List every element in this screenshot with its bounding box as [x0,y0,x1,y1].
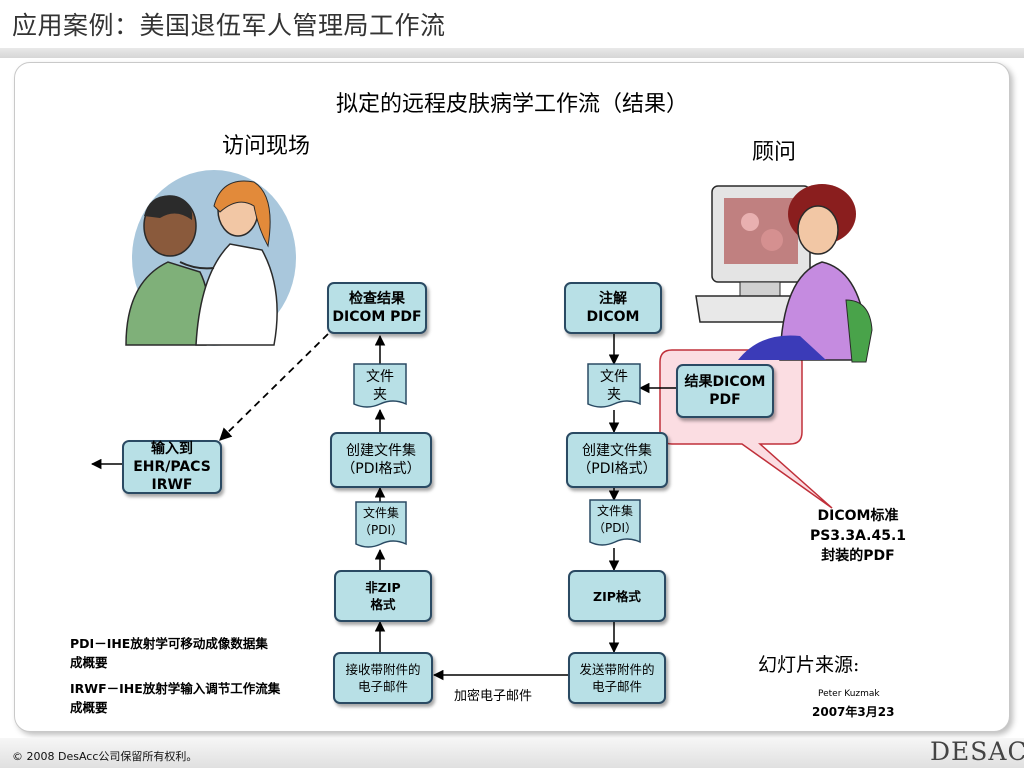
fileset-label-right: 文件集 （PDI） [592,504,638,535]
consultant-computer-clipart [695,184,873,363]
box-nonzip: 非ZIP 格式 [334,570,432,622]
dicom-standard-note: DICOM标准 PS3.3A.45.1 封装的PDF [809,508,907,564]
box-import-ehr: 输入到 EHR/PACS IRWF [122,440,222,494]
desacc-logo: DESACC [930,737,1024,766]
box-receive-email: 接收带附件的 电子邮件 [333,652,433,704]
box-send-email: 发送带附件的 电子邮件 [568,652,666,704]
footer-band [0,738,1024,768]
header-band [0,48,1024,58]
source-author: Peter Kuzmak [818,689,880,699]
slide-source-label: 幻灯片来源: [758,654,860,676]
copyright-text: © 2008 DesAcc公司保留所有权利。 [12,750,198,763]
fileset-doc-left [355,501,407,548]
box-create-fileset-right: 创建文件集 （PDI格式） [566,432,668,488]
pdi-definition: PDI－IHE放射学可移动成像数据集 成概要 [70,636,268,670]
folder-label-right: 文件 夹 [600,369,628,403]
fileset-doc-right [589,499,641,546]
folder-doc-left [353,363,407,408]
box-exam-result: 检查结果 DICOM PDF [327,282,427,334]
box-annotate: 注解 DICOM [564,282,662,334]
fileset-label-left: 文件集 （PDI） [358,506,404,537]
box-create-fileset-left: 创建文件集 （PDI格式） [330,432,432,488]
folder-doc-right [587,363,641,408]
content-panel [14,62,1010,732]
dashed-arrow-to-import [219,333,329,441]
diagram-title: 拟定的远程皮肤病学工作流（结果） [335,92,688,117]
encrypted-email-label: 加密电子邮件 [454,689,533,704]
slide-title: 应用案例：美国退伍军人管理局工作流 [12,11,446,40]
irwf-definition: IRWF－IHE放射学输入调节工作流集 成概要 [70,681,281,715]
heading-visit-site: 访问现场 [222,134,311,159]
box-result-pdf: 结果DICOM PDF [676,364,774,418]
box-zip: ZIP格式 [568,570,666,622]
heading-consultant: 顾问 [752,140,797,165]
folder-label-left: 文件 夹 [366,369,394,403]
source-date: 2007年3月23 [812,705,895,719]
doctor-patient-clipart [125,170,296,346]
